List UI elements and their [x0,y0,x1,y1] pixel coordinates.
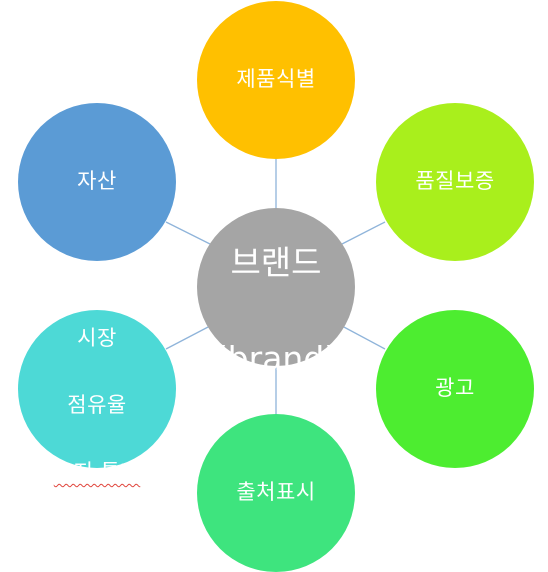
connector-tr [341,221,386,245]
node-label-line: 시장 [77,325,117,350]
connector-bl [165,325,211,350]
connector-tl [165,221,211,245]
node-label-line: 유지·통제 [53,460,141,485]
brand-center-node: 브랜드 (brand) [197,208,355,378]
node-advertising: 광고 [376,310,534,468]
node-label: 출처표시 [236,480,316,505]
node-label: 광고 [435,376,475,401]
node-label-line: 점유율 [67,393,127,417]
node-source-indication: 출처표시 [197,414,355,572]
node-market-share: 시장 점유율 유지·통제 [18,310,176,484]
node-product-identification: 제품식별 [197,1,355,159]
node-label: 제품식별 [236,67,316,92]
node-asset: 자산 [18,103,176,261]
center-subtitle: (brand) [214,338,338,378]
center-title: 브랜드 [230,243,322,283]
connector-br [341,325,386,350]
node-quality-assurance: 품질보증 [376,103,534,261]
node-label: 자산 [77,169,117,194]
node-label: 품질보증 [415,169,495,194]
